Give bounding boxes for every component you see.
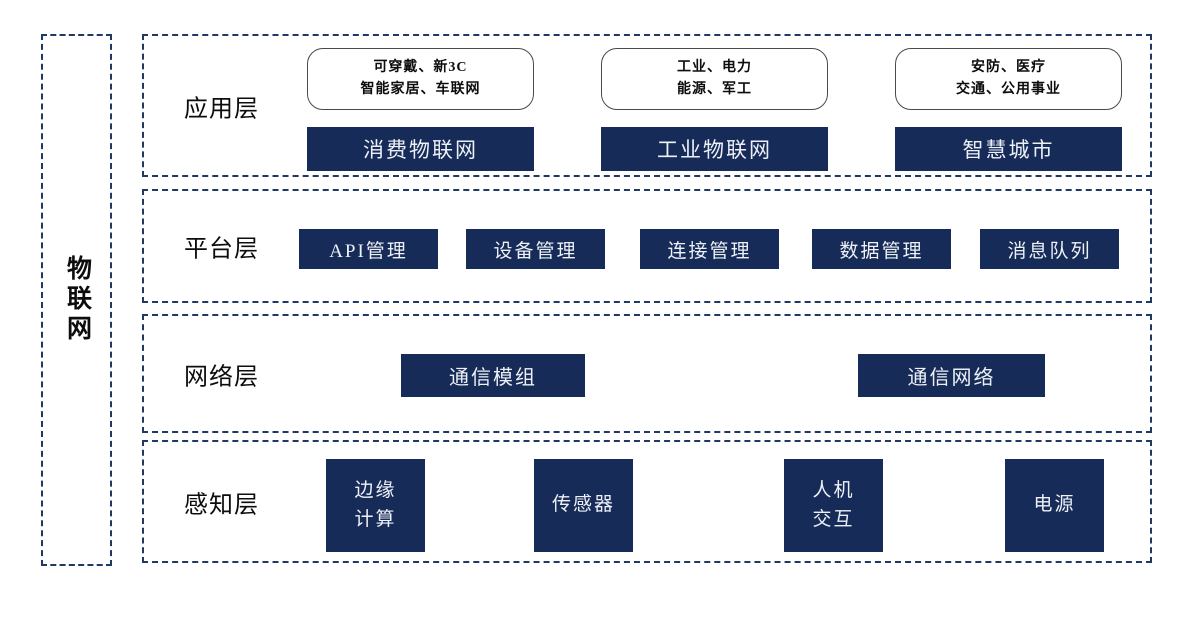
layer-perception: 感知层 边缘 计算 传感器 人机 交互 电源 [142, 440, 1152, 563]
tag-text-line: 交通、公用事业 [956, 82, 1061, 97]
layer-application: 应用层 可穿戴、新3C 智能家居、车联网 消费物联网 工业、电力 能源、军工 工… [142, 34, 1152, 177]
layer-label-perception: 感知层 [184, 492, 259, 518]
tag-text-line: 工业、电力 [677, 60, 752, 76]
box-power: 电源 [1005, 459, 1104, 552]
app-column-consumer: 可穿戴、新3C 智能家居、车联网 消费物联网 [307, 36, 534, 175]
box-message-queue: 消息队列 [980, 229, 1119, 269]
tag-text-line: 能源、军工 [677, 82, 752, 97]
tag-text-line: 可穿戴、新3C [373, 60, 468, 76]
box-communication-network: 通信网络 [858, 354, 1045, 397]
iot-title: 物联网 [63, 255, 91, 345]
box-device-management: 设备管理 [466, 229, 605, 269]
layer-network: 网络层 通信模组 通信网络 [142, 314, 1152, 433]
box-edge-computing: 边缘 计算 [326, 459, 425, 552]
tag-text-line: 安防、医疗 [971, 60, 1046, 76]
iot-title-panel: 物联网 [41, 34, 112, 566]
box-communication-module: 通信模组 [401, 354, 585, 397]
box-connection-management: 连接管理 [640, 229, 779, 269]
app-category-tag-industrial: 工业、电力 能源、军工 [601, 48, 828, 110]
box-api-management: API管理 [299, 229, 438, 269]
box-data-management: 数据管理 [812, 229, 951, 269]
layer-label-application: 应用层 [184, 96, 259, 122]
box-sensor: 传感器 [534, 459, 633, 552]
layer-label-platform: 平台层 [184, 236, 259, 263]
box-smart-city: 智慧城市 [895, 127, 1122, 171]
box-human-machine-interaction: 人机 交互 [784, 459, 883, 552]
app-column-smart-city: 安防、医疗 交通、公用事业 智慧城市 [895, 36, 1122, 175]
app-column-industrial: 工业、电力 能源、军工 工业物联网 [601, 36, 828, 175]
layer-label-network: 网络层 [184, 364, 259, 390]
box-consumer-iot: 消费物联网 [307, 127, 534, 171]
box-industrial-iot: 工业物联网 [601, 127, 828, 171]
app-category-tag-smart-city: 安防、医疗 交通、公用事业 [895, 48, 1122, 110]
app-category-tag-consumer: 可穿戴、新3C 智能家居、车联网 [307, 48, 534, 110]
tag-text-line: 智能家居、车联网 [360, 82, 481, 97]
layer-platform: 平台层 API管理 设备管理 连接管理 数据管理 消息队列 [142, 189, 1152, 303]
